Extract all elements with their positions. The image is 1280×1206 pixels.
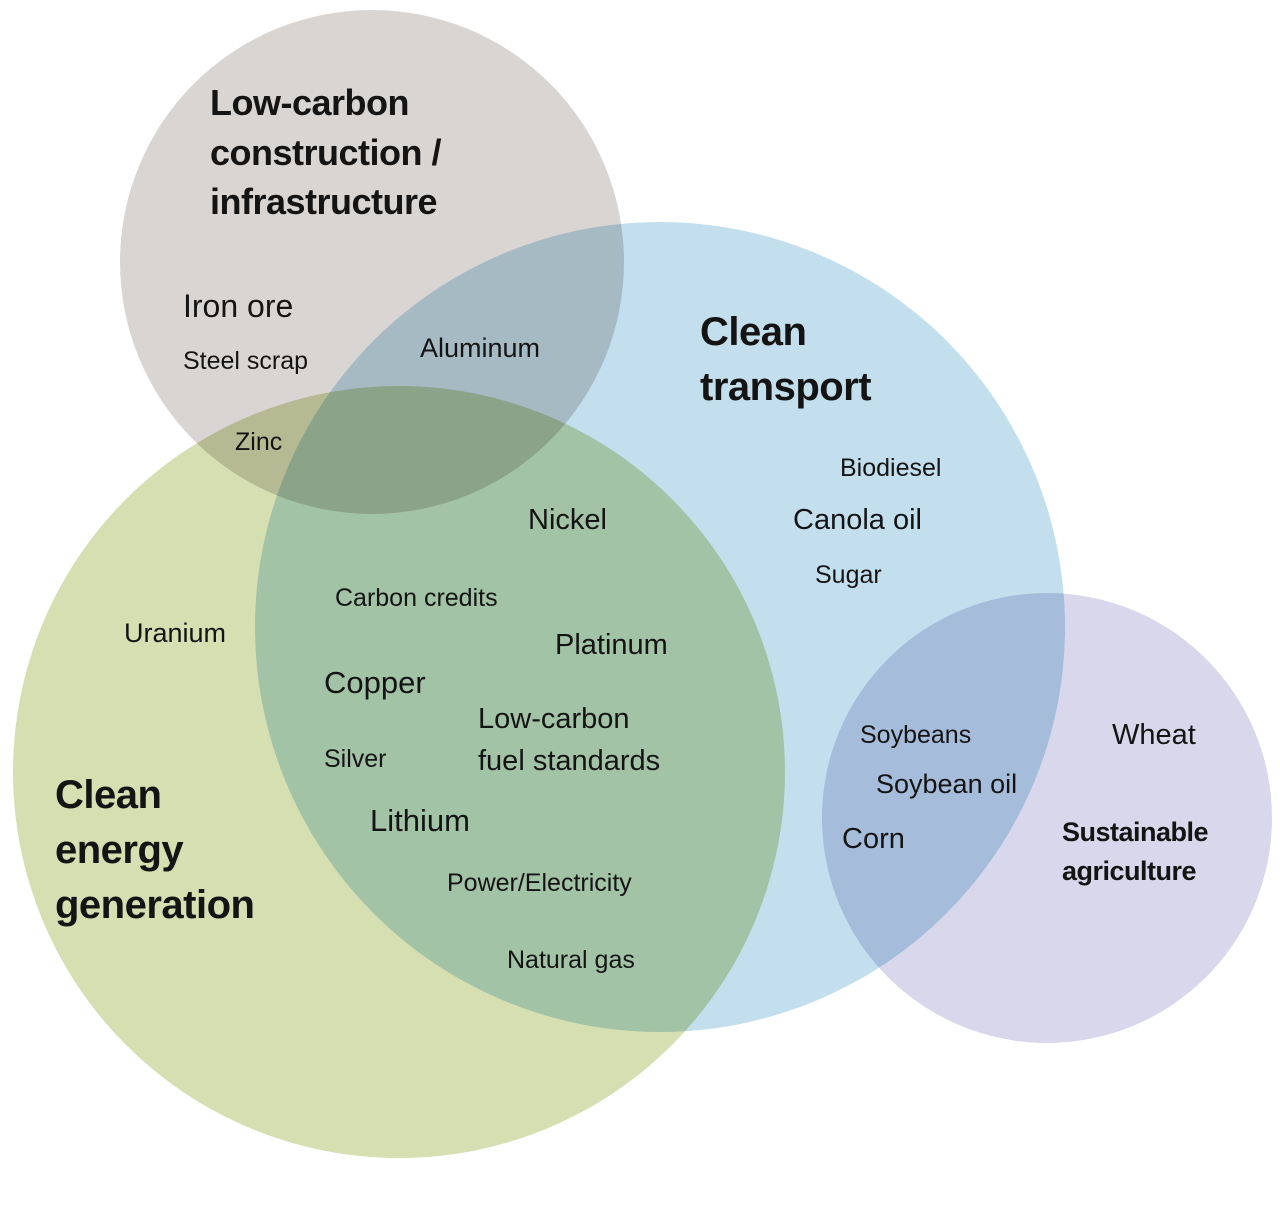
item-corn: Corn xyxy=(842,823,905,855)
item-canola-oil: Canola oil xyxy=(793,504,922,536)
agriculture-circle xyxy=(822,593,1272,1043)
item-soybeans: Soybeans xyxy=(860,721,972,749)
item-carbon-credits: Carbon credits xyxy=(335,584,498,612)
item-power-electricity: Power/Electricity xyxy=(447,869,632,897)
item-soybean-oil: Soybean oil xyxy=(876,769,1018,799)
item-sugar: Sugar xyxy=(815,561,882,589)
item-silver: Silver xyxy=(324,745,387,773)
item-steel-scrap: Steel scrap xyxy=(183,347,309,375)
item-low-carbon-fuel-standards: Low-carbon fuel standards xyxy=(478,703,661,778)
item-lithium: Lithium xyxy=(370,803,470,838)
item-nickel: Nickel xyxy=(528,504,607,536)
item-natural-gas: Natural gas xyxy=(507,946,635,974)
item-platinum: Platinum xyxy=(555,629,668,661)
energy-circle xyxy=(13,386,785,1158)
item-biodiesel: Biodiesel xyxy=(840,454,942,482)
title-agriculture: Sustainable agriculture xyxy=(1062,817,1209,887)
title-construction: Low-carbon construction / infrastructure xyxy=(210,82,442,223)
title-transport: Clean transport xyxy=(700,310,872,410)
item-iron-ore: Iron ore xyxy=(183,288,294,324)
title-energy: Clean energy generation xyxy=(55,773,255,928)
item-wheat: Wheat xyxy=(1112,719,1196,751)
item-zinc: Zinc xyxy=(235,428,283,456)
item-copper: Copper xyxy=(324,665,426,700)
item-aluminum: Aluminum xyxy=(420,333,541,363)
item-uranium: Uranium xyxy=(124,618,227,648)
